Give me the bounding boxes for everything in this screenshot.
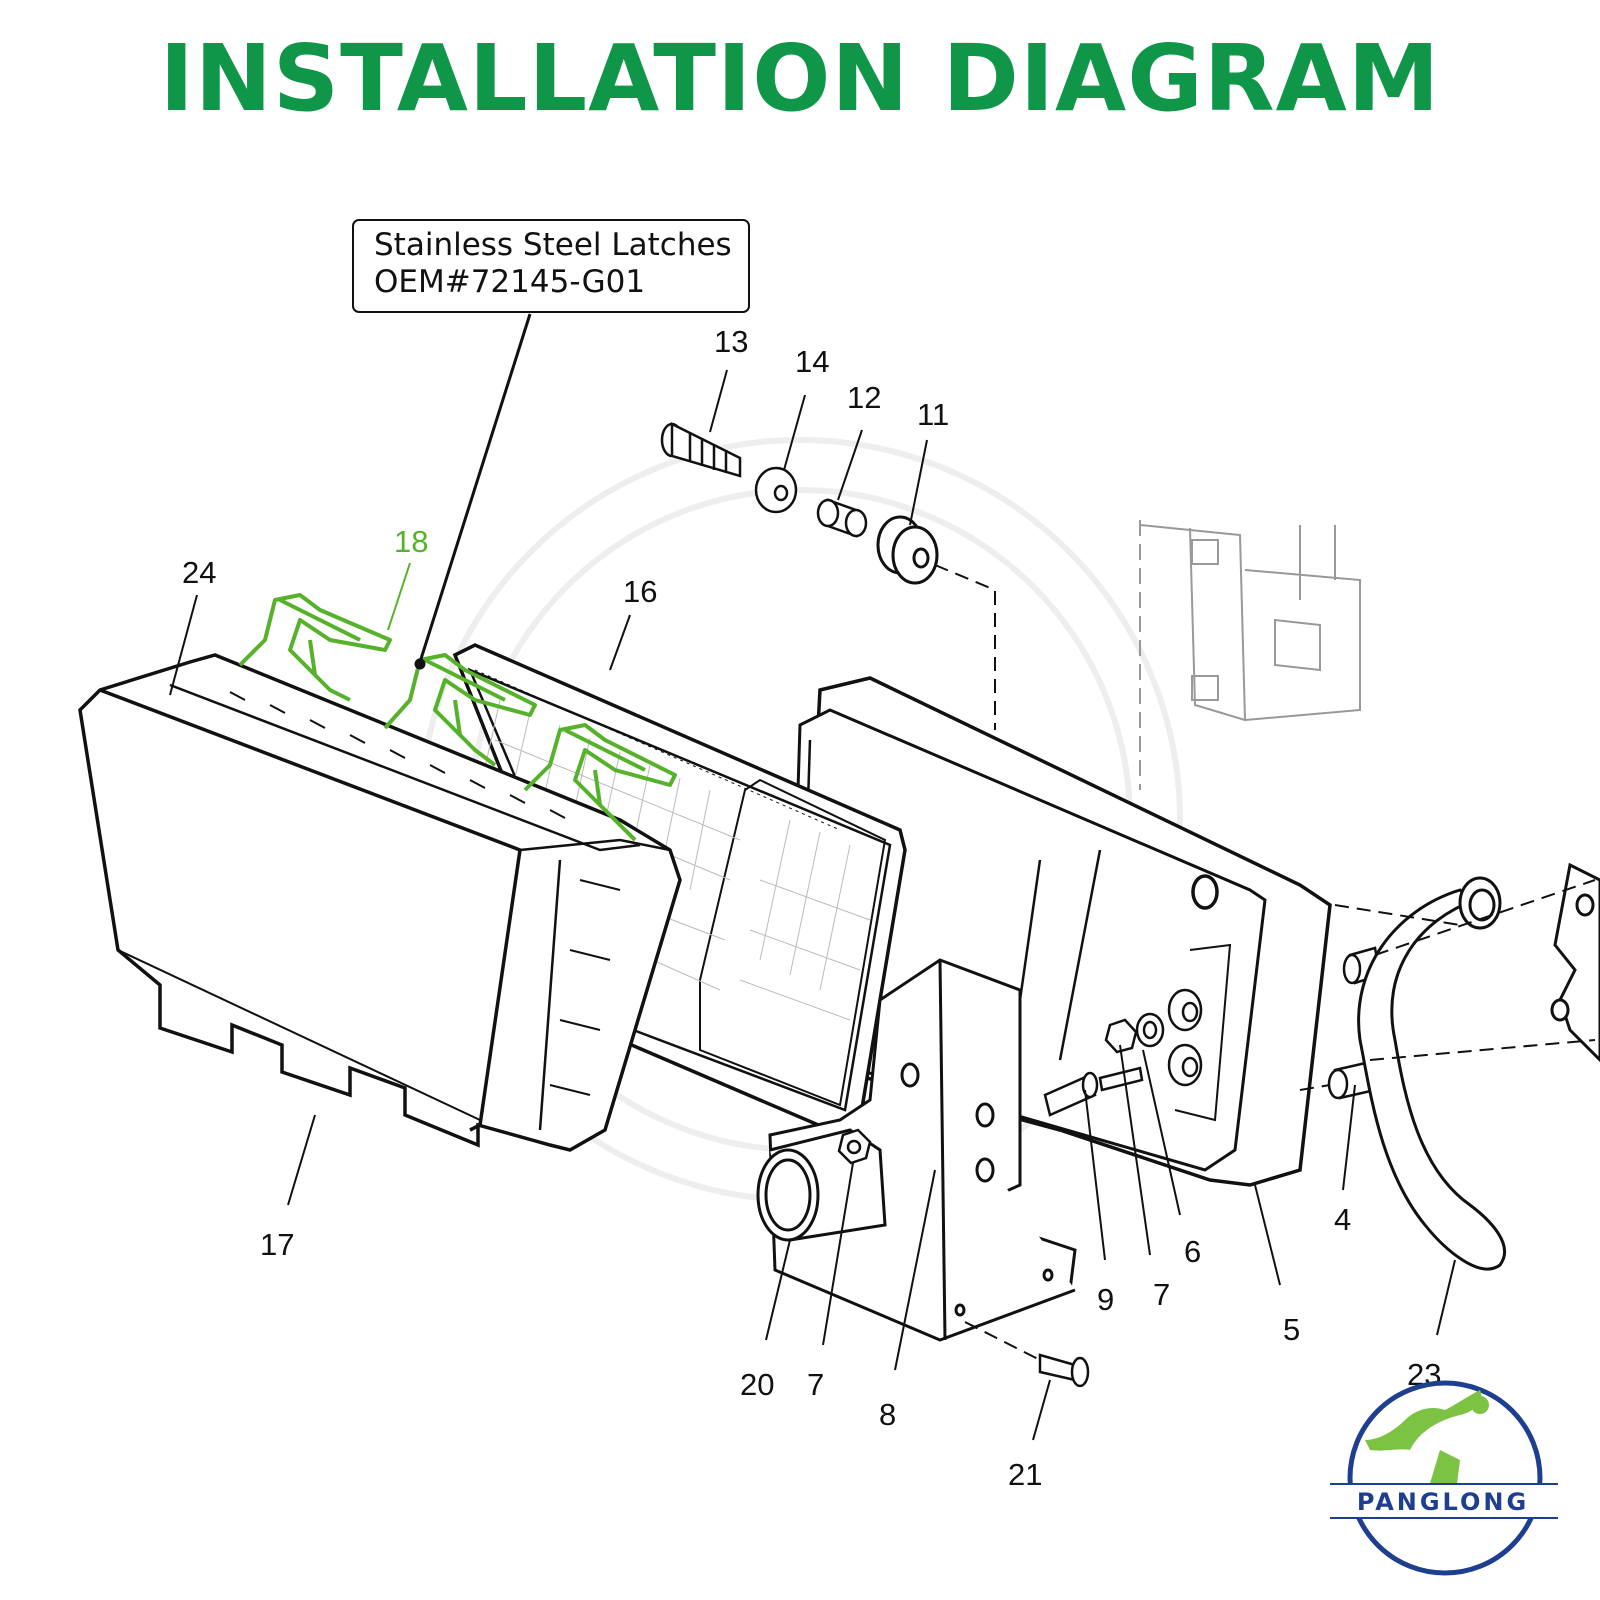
part-label-18: 18 <box>394 524 428 559</box>
part-label-24: 24 <box>182 555 216 590</box>
brand-logo: PANGLONG <box>1328 1380 1558 1576</box>
part-label-14: 14 <box>795 344 829 379</box>
assembly-dash-lines <box>964 879 1596 1361</box>
logo-text: PANGLONG <box>1357 1488 1529 1516</box>
part-label-5: 5 <box>1283 1312 1300 1347</box>
callout-line-2: OEM#72145-G01 <box>374 264 646 300</box>
leader-dash-11 <box>934 564 996 730</box>
grommet-11 <box>876 515 939 585</box>
part-label-6: 6 <box>1184 1234 1201 1269</box>
cover-ribs <box>229 691 621 1096</box>
golfer-icon <box>1365 1390 1482 1500</box>
spacer-12 <box>816 498 868 538</box>
part-label-20: 20 <box>740 1367 774 1402</box>
part-label-9: 9 <box>1097 1282 1114 1317</box>
latch-callout-box: Stainless Steel Latches OEM#72145-G01 <box>352 219 750 313</box>
hose-23 <box>1357 876 1507 1271</box>
hardware-9-7-6 <box>1043 988 1203 1117</box>
washer-14 <box>754 466 798 514</box>
part-label-16: 16 <box>623 574 657 609</box>
part-leader-18 <box>387 562 411 631</box>
part-label-17: 17 <box>260 1227 294 1262</box>
flange <box>1550 862 1600 1063</box>
part-label-12: 12 <box>847 380 881 415</box>
page-title: INSTALLATION DIAGRAM <box>159 25 1441 132</box>
part-label-21: 21 <box>1008 1457 1042 1492</box>
part-label-11: 11 <box>917 397 949 432</box>
mounting-bracket <box>1139 520 1361 790</box>
nut-7-lower <box>837 1128 872 1165</box>
bolt-13 <box>660 421 742 478</box>
cover-17-24 <box>78 653 682 1152</box>
callout-leader <box>414 313 532 670</box>
screw-21 <box>1038 1353 1090 1388</box>
part-label-13: 13 <box>714 324 748 359</box>
logo-ring <box>1347 1380 1543 1576</box>
part-leaders <box>169 369 1456 1441</box>
callout-line-1: Stainless Steel Latches <box>374 227 732 263</box>
part-label-4: 4 <box>1334 1202 1351 1237</box>
part-label-7-lower: 7 <box>807 1367 824 1402</box>
part-label-8: 8 <box>879 1397 896 1432</box>
part-label-7-right: 7 <box>1153 1277 1170 1312</box>
bracket-20 <box>768 958 1077 1342</box>
